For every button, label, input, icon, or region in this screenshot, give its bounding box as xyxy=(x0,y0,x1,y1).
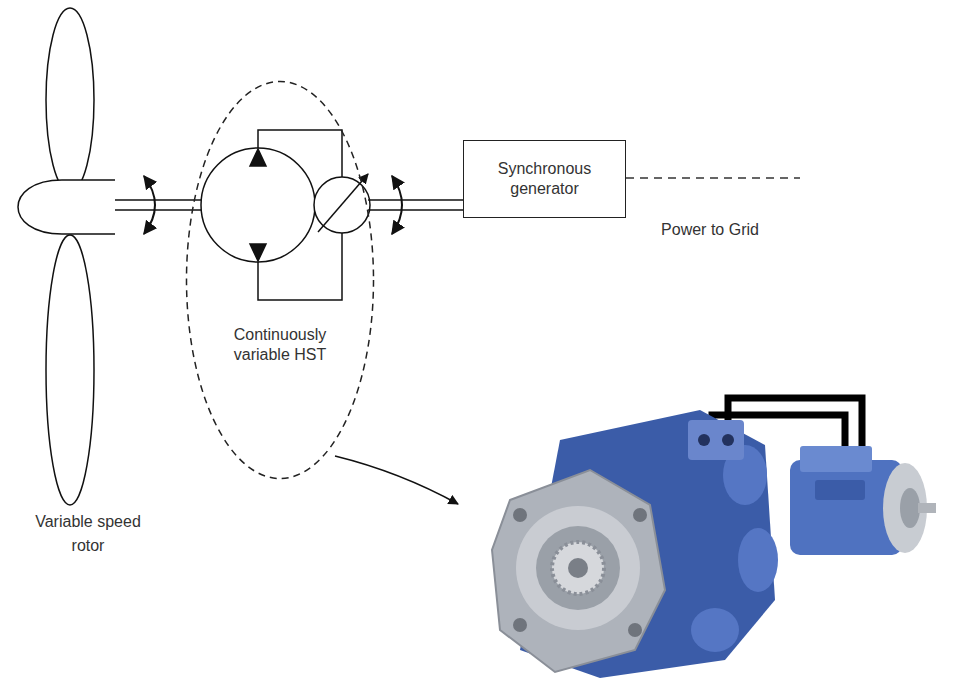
rotation-arrow xyxy=(144,176,155,234)
motor-symbol xyxy=(318,174,368,232)
pump-symbol xyxy=(250,149,266,166)
radial-motor-photo xyxy=(688,420,744,460)
radial-motor-photo xyxy=(516,506,640,630)
radial-motor-photo xyxy=(691,608,739,652)
generator-box: Synchronous generator xyxy=(463,140,626,218)
grid-label: Power to Grid xyxy=(645,220,775,240)
radial-motor-photo xyxy=(568,558,588,578)
rotor-label: Variable speed rotor xyxy=(28,510,148,558)
pump-symbol xyxy=(201,148,315,262)
rotor-shaft xyxy=(115,199,201,201)
rotor-shaft xyxy=(115,209,201,211)
radial-motor-photo xyxy=(633,508,647,522)
hst-ellipse: Continuously variable HST xyxy=(185,80,375,480)
rotor-blades xyxy=(46,8,94,505)
shaft-line xyxy=(368,199,463,201)
node-text: Synchronous generator xyxy=(474,159,615,199)
rotor-shaft xyxy=(115,200,201,210)
radial-motor-photo xyxy=(513,618,527,632)
motor-symbol xyxy=(314,174,370,233)
radial-motor-photo xyxy=(513,508,527,522)
pump-photo xyxy=(900,488,920,528)
radial-motor-photo xyxy=(492,470,665,672)
rotor-blades xyxy=(46,8,94,192)
grid-label: Power to Grid xyxy=(645,220,775,240)
pump-photo xyxy=(790,446,936,555)
dashed-outline xyxy=(185,80,375,480)
shaft-line xyxy=(368,209,463,211)
pointer-arrow xyxy=(335,456,458,504)
grid-line xyxy=(626,178,800,179)
shaft-connector xyxy=(368,200,463,210)
pump-photo xyxy=(918,503,936,513)
radial-motor-photo xyxy=(722,434,734,446)
pump-photo xyxy=(800,446,872,472)
pointer-arrow xyxy=(335,456,458,504)
radial-motor-photo xyxy=(492,410,778,678)
radial-motor-photo xyxy=(628,623,642,637)
rotor-label: Variable speed rotor xyxy=(28,510,148,558)
radial-motor-photo xyxy=(738,528,778,592)
rotor-blades xyxy=(46,235,94,505)
radial-motor-photo xyxy=(536,526,620,610)
rotation-arrow xyxy=(392,176,402,234)
radial-motor-photo xyxy=(552,542,604,594)
rotor-hub xyxy=(18,180,115,234)
pump-symbol xyxy=(201,148,315,262)
pump-photo xyxy=(815,480,865,500)
node-text: Continuously variable HST xyxy=(218,325,342,365)
pump-symbol xyxy=(250,244,266,261)
dashed-outline xyxy=(187,82,374,479)
radial-motor-photo xyxy=(698,434,710,446)
grid-line xyxy=(626,177,800,179)
rotor-hub xyxy=(18,180,115,234)
